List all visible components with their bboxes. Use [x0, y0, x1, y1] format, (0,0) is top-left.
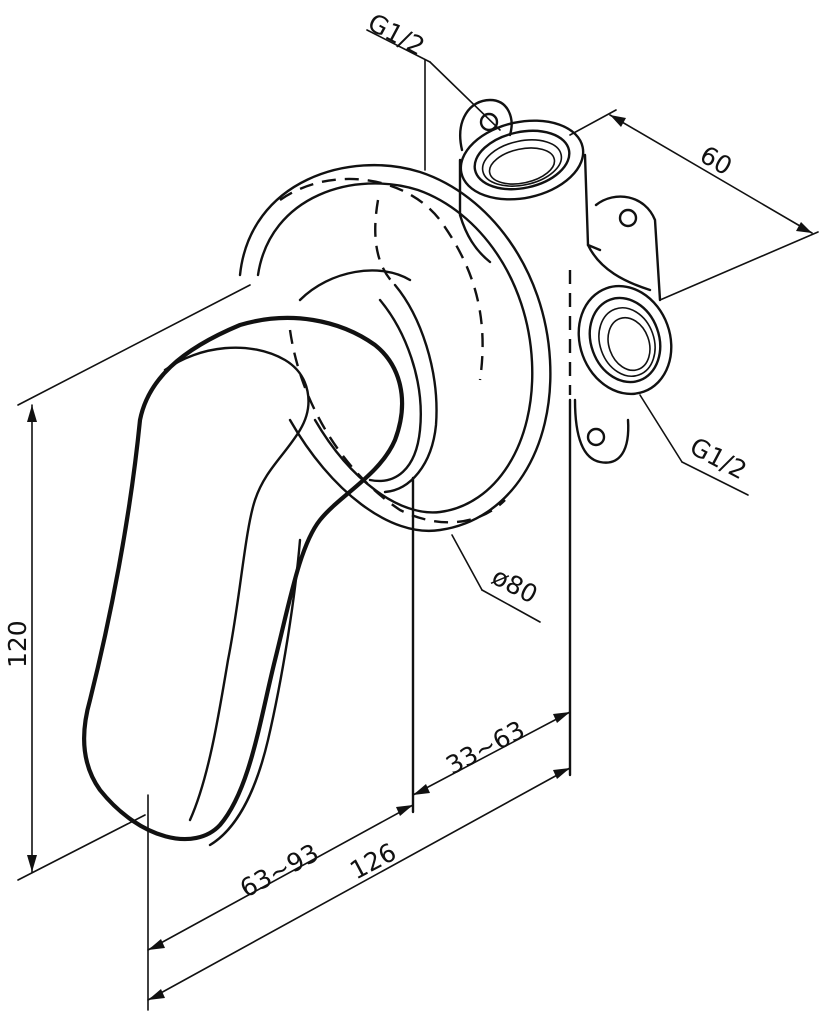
valve-body	[458, 98, 673, 464]
handle-stem	[298, 269, 438, 494]
total-length-label: 126	[345, 837, 401, 885]
depth-label: 60	[695, 140, 737, 181]
dimension-thread-top: G1/2	[363, 8, 501, 171]
dimension-thread-side: G1/2	[639, 394, 751, 496]
dimension-flange-diameter: ø80	[451, 534, 542, 623]
cover-flange	[238, 164, 552, 533]
embed-range-label: 33~63	[441, 715, 529, 780]
height-label: 120	[3, 620, 32, 668]
reference-lines	[147, 270, 572, 1011]
dimension-height: 120	[3, 284, 251, 881]
dimension-embed-range: 33~63	[412, 711, 571, 796]
flange-diameter-label: ø80	[487, 562, 542, 610]
dimension-total-length: 126	[147, 767, 571, 1001]
projection-range-label: 63~93	[235, 838, 323, 903]
thread-side-label: G1/2	[685, 432, 751, 486]
dimension-depth: 60	[569, 109, 819, 301]
thread-top-label: G1/2	[363, 8, 429, 62]
lever-handle	[81, 315, 405, 847]
